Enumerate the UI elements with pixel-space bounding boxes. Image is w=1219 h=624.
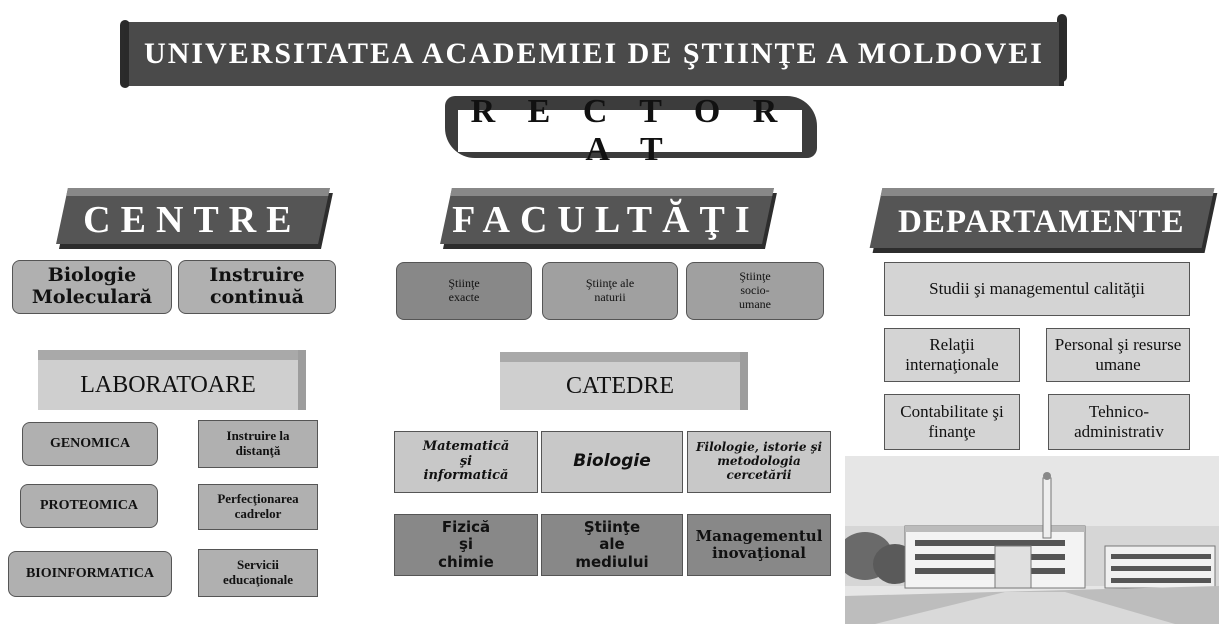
building-image [845,456,1219,624]
centre-item: Biologie Moleculară [12,260,172,314]
centre-item-label: Instruire continuă [209,264,305,308]
faculty-item: Ştiinţe socio-umane [686,262,824,320]
facultati-header: FACULTĂŢI [440,188,774,244]
department-chair-label: Biologie [573,451,651,472]
laboratory-label: Servicii educaţionale [222,557,294,587]
departamente-header: DEPARTAMENTE [869,188,1215,248]
laboratory-item: Instruire la distanţă [198,420,318,468]
department-chair-item: Matematică şi informatică [394,431,538,493]
department-chair-label: Filologie, istorie şi metodologia cercet… [695,440,822,482]
laboratoare-label: LABORATOARE [80,371,256,398]
laboratory-item: Servicii educaţionale [198,549,318,597]
laboratory-label: Instruire la distanţă [226,428,290,458]
catedre-bar: CATEDRE [500,352,740,410]
department-chair-item: Biologie [541,431,683,493]
department-item: Relaţii internaţionale [884,328,1020,382]
department-chair-label: Matematică şi informatică [422,438,510,484]
department-chair-item: Ştiinţe ale mediului [541,514,683,576]
centre-header-label: CENTRE [82,199,302,241]
laboratory-label: GENOMICA [49,435,131,451]
facultati-header-label: FACULTĂŢI [452,199,760,241]
department-chair-item: Fizică şi chimie [394,514,538,576]
laboratory-item: GENOMICA [22,422,158,466]
faculty-item: Ştiinţe exacte [396,262,532,320]
laboratory-item: BIOINFORMATICA [8,551,172,597]
department-chair-item: Filologie, istorie şi metodologia cercet… [687,431,831,493]
faculty-item: Ştiinţe ale naturii [542,262,678,320]
faculty-label: Ştiinţe exacte [448,276,480,304]
rectorat-box: R E C T O R A T [458,93,802,168]
faculty-label: Ştiinţe socio-umane [739,269,771,311]
centre-item: Instruire continuă [178,260,336,314]
laboratory-label: Perfecţionarea cadrelor [217,491,299,521]
department-chair-label: Fizică şi chimie [438,518,494,571]
department-item: Contabilitate şi finanţe [884,394,1020,450]
laboratory-label: PROTEOMICA [40,497,138,513]
university-title: UNIVERSITATEA ACADEMIEI DE ŞTIINŢE A MOL… [144,37,1044,70]
department-label: Tehnico-administrativ [1074,402,1164,441]
department-chair-label: Ştiinţe ale mediului [575,518,649,571]
laboratory-item: PROTEOMICA [20,484,158,528]
university-title-banner: UNIVERSITATEA ACADEMIEI DE ŞTIINŢE A MOL… [124,22,1064,86]
laboratory-label: BIOINFORMATICA [25,565,155,581]
department-item: Studii şi managementul calităţii [884,262,1190,316]
department-label: Relaţii internaţionale [905,335,999,374]
department-label: Personal şi resurse umane [1054,335,1182,374]
rectorat-label: R E C T O R A T [470,93,790,168]
university-building-photo [845,456,1219,624]
department-chair-label: Managementul inovaţional [695,526,823,562]
department-item: Tehnico-administrativ [1048,394,1190,450]
centre-item-label: Biologie Moleculară [31,264,153,308]
department-item: Personal şi resurse umane [1046,328,1190,382]
centre-header: CENTRE [56,188,330,244]
departamente-header-label: DEPARTAMENTE [897,203,1185,240]
catedre-label: CATEDRE [566,372,674,399]
department-label: Contabilitate şi finanţe [900,402,1004,441]
laboratoare-bar: LABORATOARE [38,350,298,410]
laboratory-item: Perfecţionarea cadrelor [198,484,318,530]
faculty-label: Ştiinţe ale naturii [585,276,635,304]
department-chair-item: Managementul inovaţional [687,514,831,576]
department-label: Studii şi managementul calităţii [929,279,1145,299]
